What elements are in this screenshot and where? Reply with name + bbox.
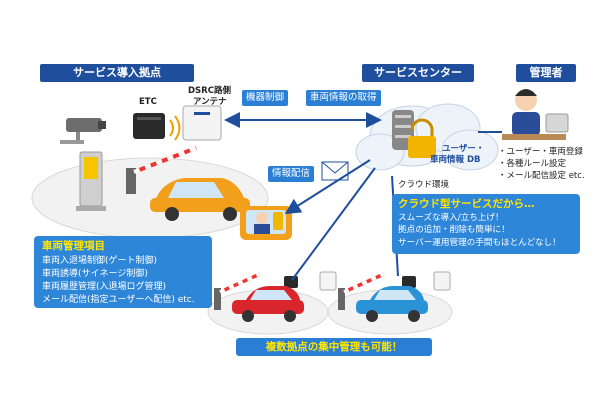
db-label-1: ユーザー・ — [442, 144, 485, 154]
cloud-service-box: クラウド型サービスだから… スムーズな導入/立ち上げ！ 拠点の追加・削除も簡単に… — [392, 194, 580, 254]
cloud-service-item: 拠点の追加・削除も簡単に！ — [398, 225, 510, 235]
admin-task: ・ユーザー・車両登録 — [498, 147, 583, 157]
vehicle-management-item: 車両履歴管理(入退場ログ管理) — [42, 282, 167, 292]
gate-barrier-2-icon — [214, 272, 261, 310]
label-info-delivery: 情報配信 — [268, 166, 315, 182]
etc-unit-icon — [133, 113, 165, 139]
antenna-label-2: アンテナ — [193, 97, 227, 107]
driver-icon — [240, 206, 292, 240]
car-red-icon — [232, 286, 304, 322]
signage-icon — [76, 151, 106, 211]
vehicle-management-item: メール配信(指定ユーザーへ配信) etc. — [42, 295, 195, 305]
db-label-2: 車両情報 DB — [430, 155, 481, 165]
car-blue-icon — [356, 286, 428, 322]
vehicle-management-title: 車両管理項目 — [42, 240, 105, 252]
vehicle-management-item: 車両誘導(サイネージ制御) — [42, 269, 148, 279]
line-site-2 — [291, 167, 376, 281]
cloud-env-label: クラウド環境 — [398, 180, 450, 190]
etc-unit-3-icon — [402, 276, 416, 288]
antenna-2-icon — [319, 271, 337, 291]
vehicle-management-box: 車両管理項目 車両入退場制御(ゲート制御) 車両誘導(サイネージ制御) 車両履歴… — [34, 236, 212, 308]
admin-task: ・メール配信設定 etc. — [498, 171, 585, 181]
cloud-service-item: サーバー運用管理の手間もほとんどなし！ — [398, 237, 561, 248]
cloud-service-item: スムーズな導入/立ち上げ！ — [398, 212, 504, 223]
cloud-service-title: クラウド型サービスだから… — [398, 198, 535, 210]
header-admin: 管理者 — [516, 64, 576, 82]
gate-barrier-3-icon — [338, 272, 385, 310]
admin-task: ・各種ルール設定 — [498, 159, 567, 169]
etc-label: ETC — [139, 97, 157, 107]
etc-unit-2-icon — [284, 276, 298, 288]
antenna-icon — [182, 105, 222, 141]
header-site: サービス導入拠点 — [40, 64, 194, 82]
envelope-icon — [321, 161, 349, 181]
car-orange-icon — [150, 178, 250, 221]
antenna-label-1: DSRC路側 — [188, 86, 231, 96]
header-center: サービスセンター — [362, 64, 474, 82]
admin-task-list: ・ユーザー・車両登録 ・各種ルール設定 ・メール配信設定 etc. — [498, 146, 585, 182]
multi-site-banner: 複数拠点の集中管理も可能！ — [236, 338, 432, 356]
antenna-3-icon — [433, 271, 451, 291]
arrow-info-delivery — [284, 159, 371, 215]
camera-icon — [60, 118, 106, 144]
gate-barrier-icon — [126, 146, 197, 194]
vehicle-management-item: 車両入退場制御(ゲート制御) — [42, 256, 158, 266]
label-vehicle-info: 車両情報の取得 — [306, 90, 381, 106]
label-device-control: 機器制御 — [242, 90, 289, 106]
lock-icon — [408, 118, 436, 158]
admin-person-icon — [502, 89, 569, 140]
